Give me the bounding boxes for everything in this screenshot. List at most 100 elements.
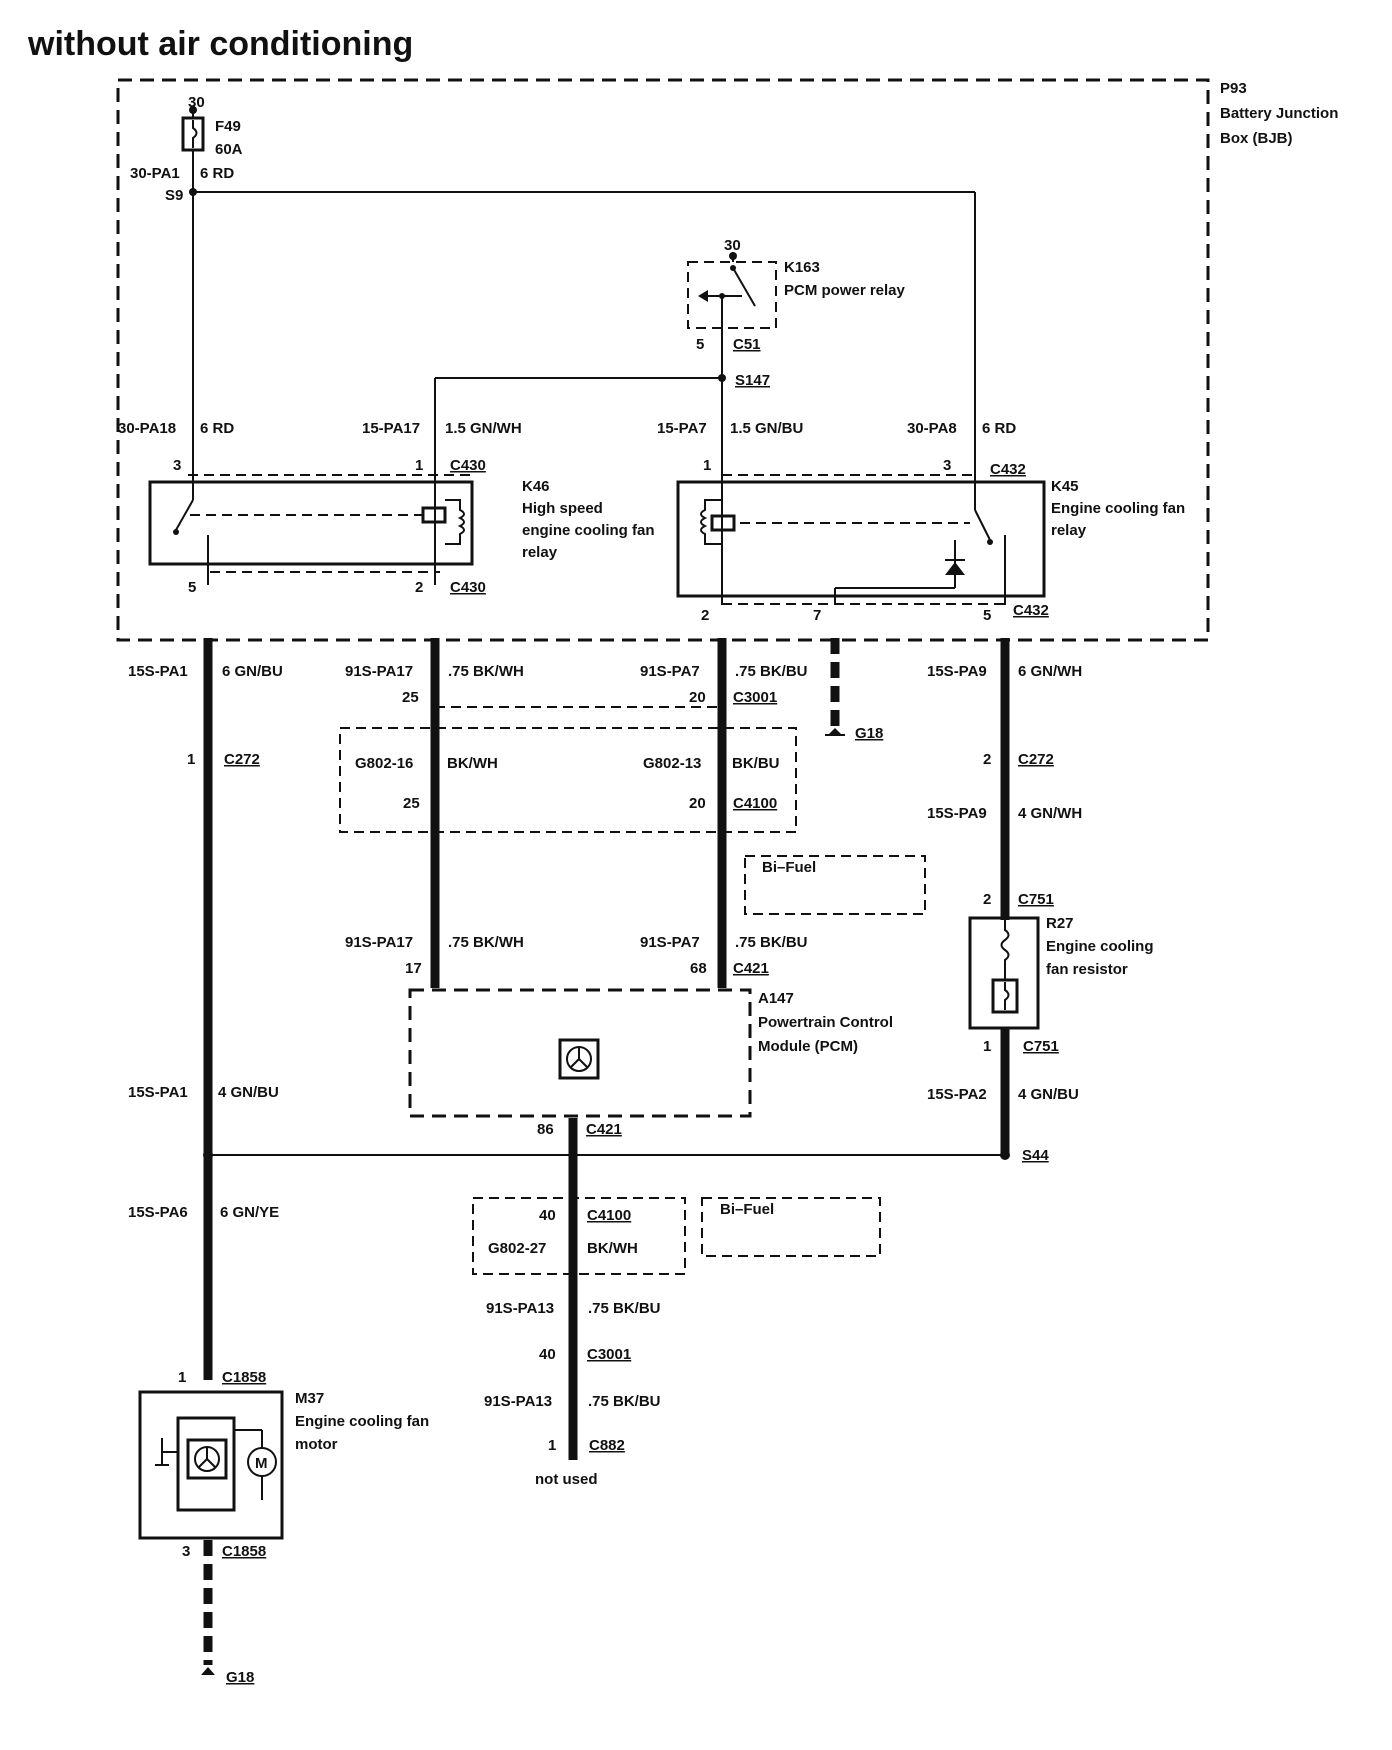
k45-pin3: 3	[943, 457, 951, 474]
k46-ref: K46	[522, 478, 550, 495]
k45-pin2: 2	[701, 607, 709, 624]
wire-label-30-pa8: 30-PA8	[907, 420, 957, 437]
c1858-pin3: 3	[182, 1543, 190, 1560]
c1858-label-bottom: C1858	[222, 1543, 266, 1560]
k45-connector-bottom: C432	[1013, 602, 1049, 619]
fuse-ref: F49	[215, 118, 241, 135]
c3001-label-lower: C3001	[587, 1346, 631, 1363]
bifuel-box-upper	[744, 855, 926, 915]
k46-name2: engine cooling fan	[522, 522, 655, 539]
wire-spec-30-pa1: 6 RD	[200, 165, 234, 182]
wire-label-15s-pa1-lower: 15S-PA1	[128, 1084, 188, 1101]
wire-label-91s-pa13-lower: 91S-PA13	[484, 1393, 552, 1410]
ground-g18-lower: G18	[226, 1669, 254, 1686]
bifuel-label-lower: Bi–Fuel	[720, 1201, 774, 1218]
bifuel-label-upper: Bi–Fuel	[762, 859, 816, 876]
c4100-box-upper	[339, 727, 797, 833]
c4100-pin20: 20	[689, 795, 706, 812]
k46-pin5: 5	[188, 579, 196, 596]
k46-pin2: 2	[415, 579, 423, 596]
wire-label-15s-pa2: 15S-PA2	[927, 1086, 987, 1103]
k45-pin7: 7	[813, 607, 821, 624]
fuse-rating: 60A	[215, 141, 243, 158]
wire-spec-91s-pa17-lower: .75 BK/WH	[448, 934, 524, 951]
bjb-name-line1: Battery Junction	[1220, 105, 1338, 122]
wire-spec-91s-pa7: .75 BK/BU	[735, 663, 808, 680]
splice-s9-label: S9	[165, 187, 183, 204]
pcm-module	[408, 988, 752, 1118]
k46-pin1: 1	[415, 457, 423, 474]
k46-relay	[148, 480, 474, 566]
wire-spec-15-pa17: 1.5 GN/WH	[445, 420, 522, 437]
fuse-pin: 30	[188, 94, 205, 111]
r27-ref: R27	[1046, 915, 1074, 932]
k163-pin-bottom: 5	[696, 336, 704, 353]
wire-spec-91s-pa13-lower: .75 BK/BU	[588, 1393, 661, 1410]
wire-spec-15-pa7: 1.5 GN/BU	[730, 420, 803, 437]
k163-connector: C51	[733, 336, 761, 353]
c3001-pin25: 25	[402, 689, 419, 706]
wire-label-91s-pa7: 91S-PA7	[640, 663, 700, 680]
c882-not-used: not used	[535, 1471, 598, 1488]
c421-label-upper: C421	[733, 960, 769, 977]
c751-label-top: C751	[1018, 891, 1054, 908]
k46-connector-bottom: C430	[450, 579, 486, 596]
wire-spec-91s-pa17: .75 BK/WH	[448, 663, 524, 680]
wire-spec-15s-pa9: 6 GN/WH	[1018, 663, 1082, 680]
g802-13-label: G802-13	[643, 755, 701, 772]
k163-ref: K163	[784, 259, 820, 276]
wire-label-15s-pa9-lower: 15S-PA9	[927, 805, 987, 822]
c1858-label-top: C1858	[222, 1369, 266, 1386]
k163-pin-top: 30	[724, 237, 741, 254]
wire-spec-15s-pa1: 6 GN/BU	[222, 663, 283, 680]
wire-spec-91s-pa7-lower: .75 BK/BU	[735, 934, 808, 951]
bifuel-box-lower	[701, 1197, 881, 1257]
g802-16-label: G802-16	[355, 755, 413, 772]
k46-pin3: 3	[173, 457, 181, 474]
wire-spec-30-pa18: 6 RD	[200, 420, 234, 437]
k163-name: PCM power relay	[784, 282, 906, 299]
k45-name2: relay	[1051, 522, 1087, 539]
m37-motor	[138, 1390, 284, 1540]
pcm-chip-icon	[558, 1038, 600, 1080]
splice-s44	[1000, 1150, 1010, 1160]
c751-label-bottom: C751	[1023, 1038, 1059, 1055]
c3001-label-upper: C3001	[733, 689, 777, 706]
c4100-label-lower: C4100	[587, 1207, 631, 1224]
wire-label-15s-pa1: 15S-PA1	[128, 663, 188, 680]
c421-pin17: 17	[405, 960, 422, 977]
c421-pin86: 86	[537, 1121, 554, 1138]
wire-spec-15s-pa2: 4 GN/BU	[1018, 1086, 1079, 1103]
splice-s147-label: S147	[735, 372, 770, 389]
wire-label-91s-pa17-lower: 91S-PA17	[345, 934, 413, 951]
c272-pin2: 2	[983, 751, 991, 768]
wire-label-91s-pa13: 91S-PA13	[486, 1300, 554, 1317]
c882-pin1: 1	[548, 1437, 556, 1454]
wire-spec-15s-pa9-lower: 4 GN/WH	[1018, 805, 1082, 822]
wire-label-15-pa7: 15-PA7	[657, 420, 707, 437]
c272-pin1: 1	[187, 751, 195, 768]
c272-label-left: C272	[224, 751, 260, 768]
c272-label-right: C272	[1018, 751, 1054, 768]
c4100-label-upper: C4100	[733, 795, 777, 812]
wire-label-30-pa1: 30-PA1	[130, 165, 180, 182]
k45-connector-top: C432	[990, 461, 1026, 478]
bjb-outline	[116, 78, 1210, 642]
pcm-name2: Module (PCM)	[758, 1038, 858, 1055]
bjb-ref: P93	[1220, 80, 1247, 97]
pcm-ref: A147	[758, 990, 794, 1007]
wire-spec-15s-pa6: 6 GN/YE	[220, 1204, 279, 1221]
k45-name1: Engine cooling fan	[1051, 500, 1185, 517]
pcm-name1: Powertrain Control	[758, 1014, 893, 1031]
r27-name1: Engine cooling	[1046, 938, 1154, 955]
bjb-name-line2: Box (BJB)	[1220, 130, 1293, 147]
wire-spec-15s-pa1-lower: 4 GN/BU	[218, 1084, 279, 1101]
c4100-pin40: 40	[539, 1207, 556, 1224]
splice-s44-label: S44	[1022, 1147, 1049, 1164]
wire-spec-91s-pa13: .75 BK/BU	[588, 1300, 661, 1317]
c1858-pin1: 1	[178, 1369, 186, 1386]
k45-relay	[676, 480, 1046, 598]
g802-16-color: BK/WH	[447, 755, 498, 772]
g802-13-color: BK/BU	[732, 755, 780, 772]
